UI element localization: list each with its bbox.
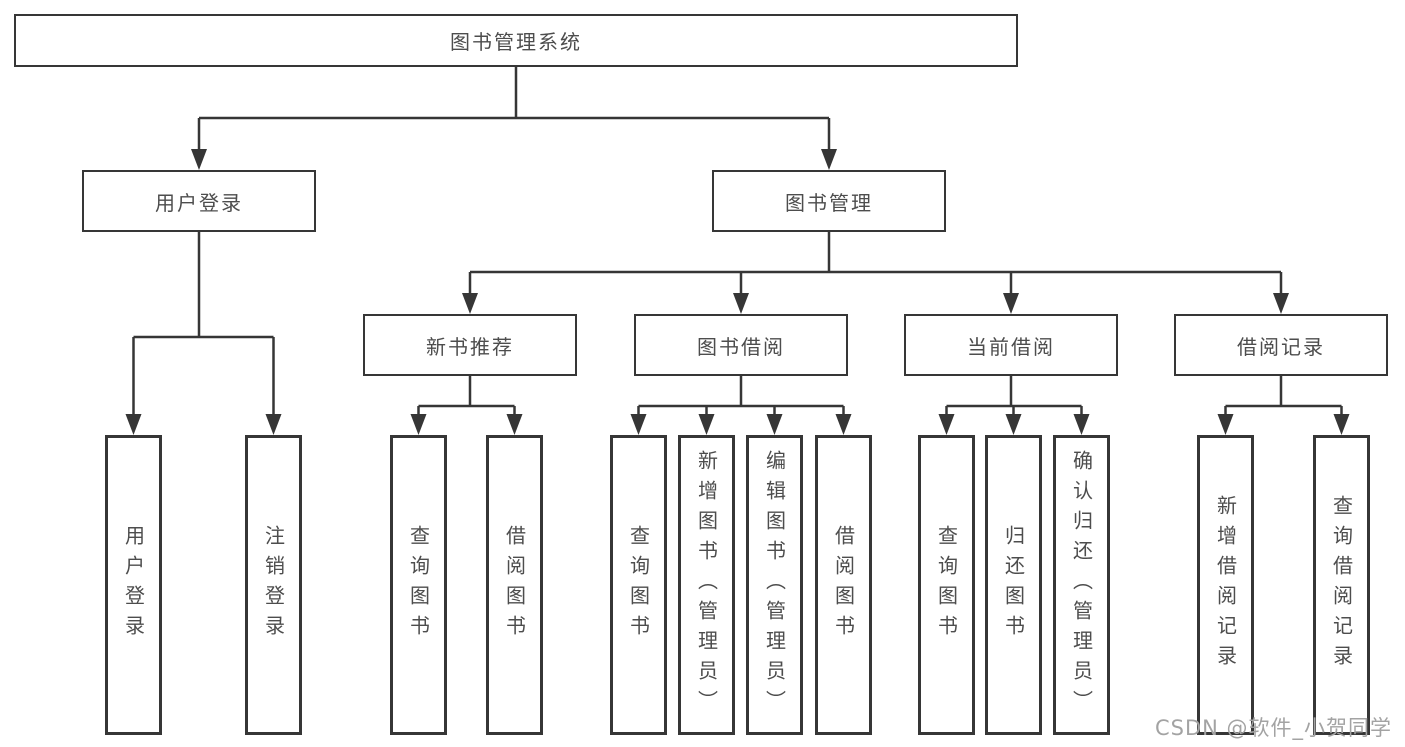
leaf-label: 新增借阅记录 [1213, 495, 1238, 675]
leaf-label: 查询图书 [406, 525, 431, 645]
leaf-logout: 注销登录 [245, 435, 302, 735]
leaf-label: 借阅图书 [502, 525, 527, 645]
leaf-query-borrow-record: 查询借阅记录 [1313, 435, 1370, 735]
leaf-edit-books-admin: 编辑图书（管理员） [746, 435, 803, 735]
leaf-add-books-admin: 新增图书（管理员） [678, 435, 735, 735]
leaf-query-books-recommend: 查询图书 [390, 435, 447, 735]
leaf-query-books-borrowing: 查询图书 [610, 435, 667, 735]
node-library-management-system: 图书管理系统 [14, 14, 1018, 67]
leaf-label: 注销登录 [261, 525, 286, 645]
leaf-label: 查询借阅记录 [1329, 495, 1354, 675]
leaf-query-books-current: 查询图书 [918, 435, 975, 735]
node-current-borrowing: 当前借阅 [904, 314, 1118, 376]
leaf-label: 编辑图书（管理员） [762, 450, 787, 720]
leaf-label: 查询图书 [934, 525, 959, 645]
node-book-borrowing: 图书借阅 [634, 314, 848, 376]
node-borrowing-records: 借阅记录 [1174, 314, 1388, 376]
leaf-label: 借阅图书 [831, 525, 856, 645]
node-new-book-recommendation: 新书推荐 [363, 314, 577, 376]
leaf-user-login: 用户登录 [105, 435, 162, 735]
watermark-csdn: CSDN @软件_小贺同学 [1155, 716, 1393, 740]
leaf-label: 确认归还（管理员） [1069, 450, 1094, 720]
leaf-borrow-books-borrowing: 借阅图书 [815, 435, 872, 735]
leaf-return-books: 归还图书 [985, 435, 1042, 735]
leaf-label: 新增图书（管理员） [694, 450, 719, 720]
leaf-label: 用户登录 [121, 525, 146, 645]
node-user-login-branch: 用户登录 [82, 170, 316, 232]
leaf-label: 查询图书 [626, 525, 651, 645]
node-book-management-branch: 图书管理 [712, 170, 946, 232]
leaf-confirm-return-admin: 确认归还（管理员） [1053, 435, 1110, 735]
leaf-label: 归还图书 [1001, 525, 1026, 645]
leaf-add-borrow-record: 新增借阅记录 [1197, 435, 1254, 735]
leaf-borrow-books-recommend: 借阅图书 [486, 435, 543, 735]
